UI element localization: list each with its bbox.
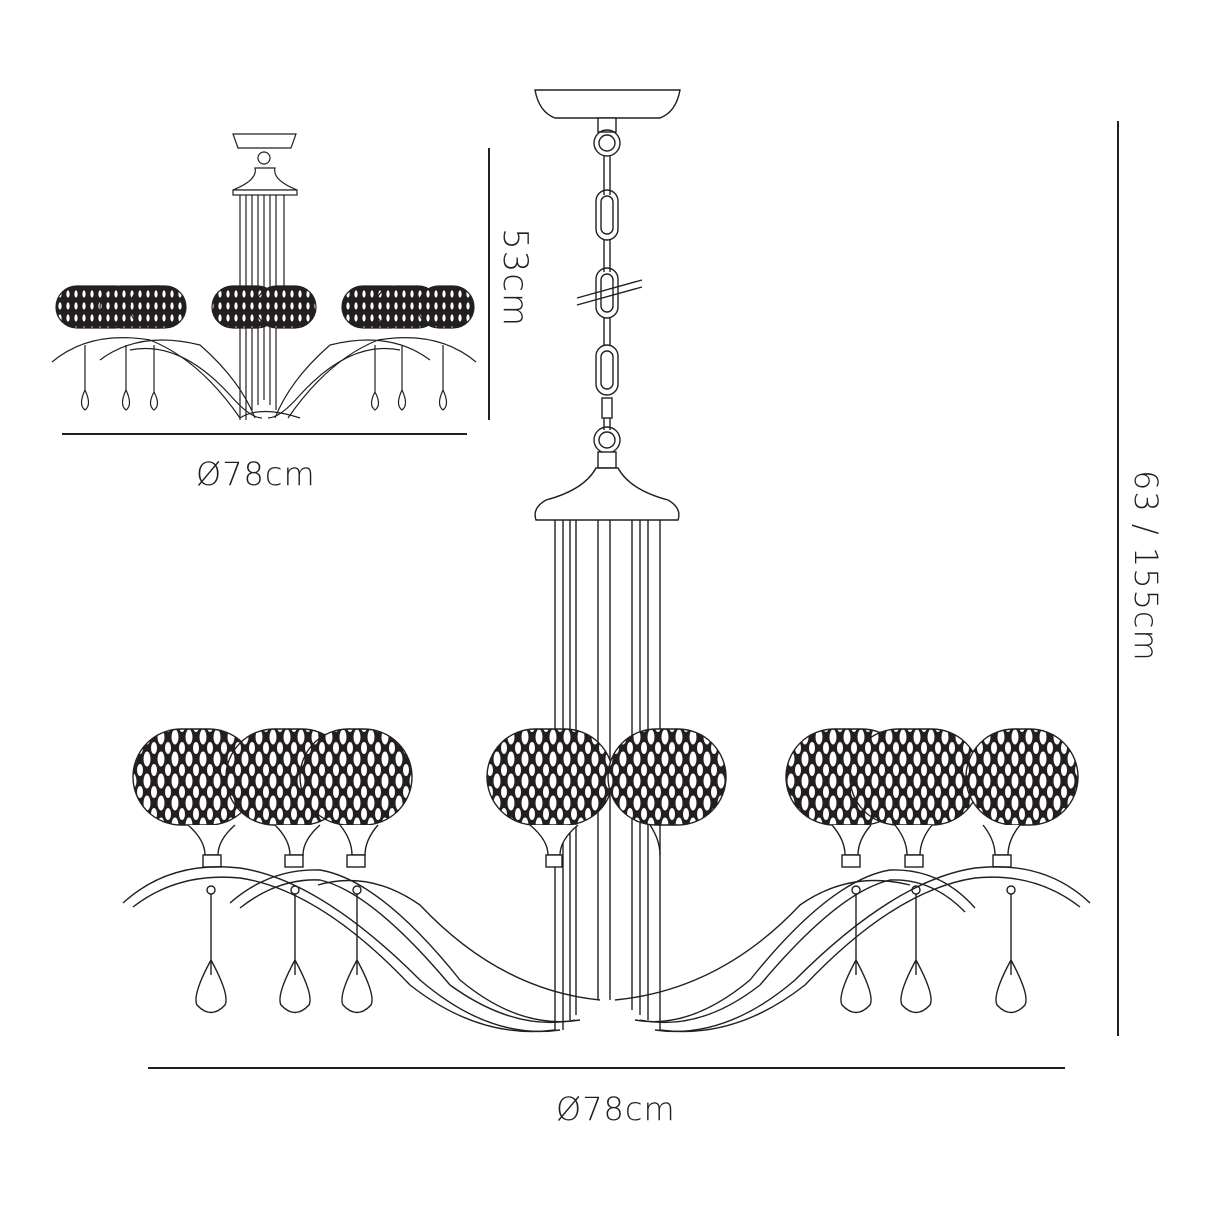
small-width-label: Ø78cm	[196, 455, 316, 493]
crystal-drops	[195, 885, 1027, 1014]
pendant-view	[122, 89, 1091, 1033]
crystal	[840, 885, 872, 1014]
body-cup	[534, 467, 680, 521]
canopy-knob	[257, 151, 271, 165]
semi-flush-view	[51, 133, 477, 420]
shade	[607, 728, 727, 826]
crystal	[195, 885, 227, 1014]
shade-row	[132, 728, 1079, 826]
shade-necks	[187, 824, 1021, 868]
small-height-label: 53cm	[495, 228, 535, 328]
crystal	[279, 885, 311, 1014]
shade	[299, 728, 413, 826]
shade	[486, 728, 614, 826]
crystal	[995, 885, 1027, 1014]
large-height-label: 63 / 155cm	[1127, 470, 1165, 662]
ceiling-canopy	[534, 89, 681, 119]
chain	[593, 129, 621, 454]
ceiling-canopy	[232, 133, 297, 149]
shade	[849, 728, 981, 826]
shade	[965, 728, 1079, 826]
body-cup	[232, 167, 298, 191]
chain-break-symbol	[576, 279, 643, 299]
crystal	[341, 885, 373, 1014]
crystal-drops-small	[80, 345, 448, 411]
arms	[122, 866, 1091, 1033]
large-width-label: Ø78cm	[556, 1090, 676, 1128]
crystal	[900, 885, 932, 1014]
shade-row	[55, 285, 475, 329]
